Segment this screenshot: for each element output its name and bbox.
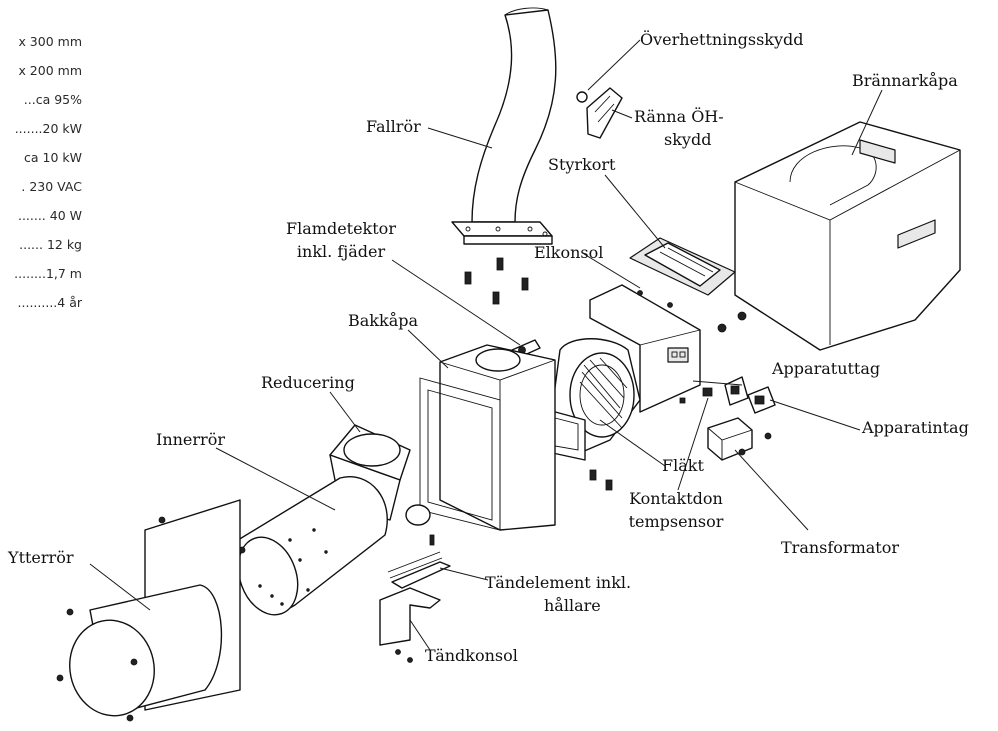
apparatuttag-part — [724, 376, 749, 406]
label-tandkonsol: Tändkonsol — [425, 646, 518, 665]
innerror-part — [237, 476, 388, 616]
label-kontaktdon-l2: tempsensor — [628, 512, 724, 531]
label-ranna-l1: Ränna ÖH- — [634, 107, 724, 126]
spec-line: ........1,7 m — [14, 266, 82, 281]
styrkort-part — [629, 237, 736, 296]
label-styrkort: Styrkort — [548, 155, 616, 174]
overhettningsskydd-part — [576, 87, 623, 139]
kontaktdon-part — [702, 387, 713, 397]
label-transformator: Transformator — [781, 538, 899, 557]
label-overhettningsskydd: Överhettningsskydd — [640, 30, 804, 49]
label-kontaktdon-l1: Kontaktdon — [629, 489, 723, 508]
label-innerror: Innerrör — [156, 430, 225, 449]
label-ytterror: Ytterrör — [8, 548, 74, 567]
leader-lines — [89, 39, 883, 651]
label-tandelement-l2: hållare — [544, 596, 601, 615]
label-tandelement-l1: Tändelement inkl. — [485, 573, 632, 592]
label-ranna-l2: skydd — [664, 130, 712, 149]
spec-line: . 230 VAC — [21, 179, 82, 194]
apparatintag-part — [747, 386, 776, 414]
elkonsol-part — [589, 284, 747, 413]
spec-line: ..........4 år — [17, 295, 82, 310]
label-brannarkapa: Brännarkåpa — [852, 71, 958, 90]
spec-line: .......20 kW — [14, 121, 82, 136]
label-fallror: Fallrör — [366, 117, 421, 136]
spec-line: ...... 12 kg — [19, 237, 82, 252]
fallror-part — [451, 7, 557, 305]
ytterror-part — [56, 499, 241, 722]
label-apparatuttag: Apparatuttag — [772, 359, 881, 378]
label-reducering: Reducering — [261, 373, 355, 392]
label-elkonsol: Elkonsol — [534, 243, 604, 262]
spec-line: ....... 40 W — [17, 208, 82, 223]
spec-line: ...ca 95% — [23, 92, 82, 107]
transformator-part — [707, 417, 772, 461]
label-flamdetektor-l2: inkl. fjäder — [296, 242, 386, 261]
label-bakkapa: Bakkåpa — [348, 311, 419, 330]
spec-line: x 300 mm — [18, 34, 82, 49]
label-flakt: Fläkt — [662, 456, 704, 475]
flakt-part — [547, 338, 686, 491]
label-flamdetektor-l1: Flamdetektor — [286, 219, 396, 238]
spec-line: ca 10 kW — [24, 150, 82, 165]
label-apparatintag: Apparatintag — [862, 418, 969, 437]
tandkonsol-part — [379, 587, 441, 663]
tandelement-part — [387, 534, 451, 589]
brannarkapa-part — [734, 121, 961, 351]
spec-line: x 200 mm — [18, 63, 82, 78]
bakkapa-part — [419, 344, 556, 531]
